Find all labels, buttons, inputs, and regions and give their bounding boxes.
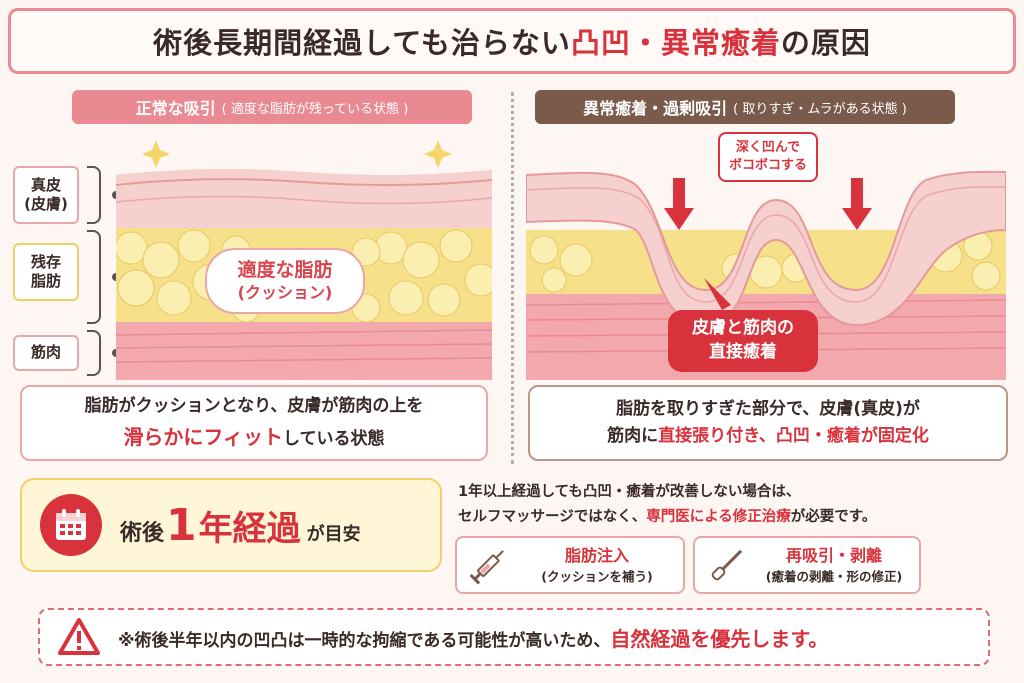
advice-line2: セルフマッサージではなく、専門医による修正治療が必要です。 [458, 505, 1018, 530]
guideline-unit: 年経過 [198, 508, 301, 549]
treatment-resuction: 再吸引・剥離 (癒着の剥離・形の修正) [693, 536, 921, 594]
abnormal-description: 脂肪を取りすぎた部分で、皮膚(真皮)が 筋肉に直接張り付き、凸凹・癒着が固定化 [528, 385, 1008, 461]
dent-line1: 深く凹んで [735, 140, 801, 156]
adhesion-callout: 皮膚と筋肉の 直接癒着 [668, 310, 818, 372]
treatment-1-name: 脂肪注入 [564, 546, 629, 566]
adequate-fat-bubble: 適度な脂肪 (クッション) [205, 248, 365, 314]
treatment-2-sub: (癒着の剥離・形の修正) [765, 568, 903, 584]
guideline-pre: 術後 [120, 520, 165, 546]
page-title: 術後長期間経過しても治らない 凸凹・異常癒着 の原因 [8, 8, 1016, 74]
title-main: 術後長期間経過しても治らない [153, 26, 571, 60]
treatment-fat-injection: 脂肪注入 (クッションを補う) [455, 536, 685, 594]
title-suffix: の原因 [780, 26, 871, 60]
abnormal-desc-highlight: 直接張り付き、凸凹・癒着が固定化 [658, 426, 929, 446]
warning-text: ※術後半年以内の凹凸は一時的な拘縮である可能性が高いため、自然経過を優先します。 [118, 623, 828, 652]
advice-line1: 1年以上経過しても凸凹・癒着が改善しない場合は、 [458, 484, 801, 500]
muscle-tag: 筋肉 [13, 335, 79, 371]
normal-label-note: ( 適度な脂肪が残っている状態 ) [221, 101, 409, 117]
dermis-tag: 真皮 (皮膚) [13, 166, 79, 224]
normal-description: 脂肪がクッションとなり、皮膚が筋肉の上を 滑らかにフィットしている状態 [20, 385, 488, 461]
abnormal-desc-line2: 筋肉に直接張り付き、凸凹・癒着が固定化 [607, 423, 929, 450]
abnormal-desc-pre: 筋肉に [607, 426, 659, 446]
panel-divider [511, 92, 514, 464]
guideline-number: 1 [166, 499, 197, 551]
dent-line2: ボコボコする [728, 158, 807, 173]
sparkle-icon [142, 140, 452, 168]
cannula-icon [711, 549, 743, 581]
calendar-icon [40, 494, 102, 556]
dent-callout: 深く凹んで ボコボコする [718, 132, 818, 182]
guideline-text: 術後 1 年経過 が目安 [120, 500, 361, 551]
fat-brace [87, 230, 101, 324]
abnormal-desc-line1: 脂肪を取りすぎた部分で、皮膚(真皮)が [616, 398, 920, 419]
adhesion-line2: 直接癒着 [709, 342, 777, 362]
abnormal-label-text: 異常癒着・過剰吸引 [583, 99, 728, 118]
fat-bubble-sub: (クッション) [237, 282, 333, 302]
treatment-2-name: 再吸引・剥離 [785, 546, 882, 566]
one-year-guideline: 術後 1 年経過 が目安 [20, 478, 442, 572]
abnormal-suction-label: 異常癒着・過剰吸引 ( 取りすぎ・ムラがある状態 ) [535, 90, 955, 124]
advice-line2-pre: セルフマッサージではなく、 [458, 509, 647, 526]
abnormal-label-note: ( 取りすぎ・ムラがある状態 ) [733, 101, 907, 117]
title-highlight: 凸凹・異常癒着 [570, 26, 781, 60]
muscle-brace [87, 330, 101, 376]
normal-desc-line2: 滑らかにフィットしている状態 [123, 421, 384, 453]
normal-suction-label: 正常な吸引 ( 適度な脂肪が残っている状態 ) [72, 90, 472, 124]
treatment-1-sub: (クッションを補う) [541, 568, 653, 584]
normal-desc-rest: している状態 [283, 428, 385, 449]
guideline-post: が目安 [306, 523, 361, 545]
normal-desc-line1: 脂肪がクッションとなり、皮膚が筋肉の上を [84, 396, 424, 417]
warning-pre: ※術後半年以内の凹凸は一時的な拘縮である可能性が高いため、 [118, 630, 611, 651]
fat-tag: 残存 脂肪 [13, 243, 79, 301]
down-arrow-icon [664, 178, 872, 230]
warning-highlight: 自然経過を優先します。 [610, 626, 829, 651]
syringe-icon [469, 550, 504, 585]
advice-line2-post: が必要です。 [790, 509, 877, 526]
advice-text: 1年以上経過しても凸凹・癒着が改善しない場合は、 セルフマッサージではなく、専門… [458, 480, 1018, 531]
warning-note: ※術後半年以内の凹凸は一時的な拘縮である可能性が高いため、自然経過を優先します。 [38, 608, 990, 666]
advice-line2-highlight: 専門医による修正治療 [646, 509, 791, 526]
dermis-brace [87, 166, 101, 224]
normal-label-text: 正常な吸引 [135, 99, 216, 118]
normal-desc-highlight: 滑らかにフィット [123, 424, 284, 449]
warning-icon [58, 618, 100, 655]
adhesion-line1: 皮膚と筋肉の [692, 318, 794, 339]
fat-bubble-main: 適度な脂肪 [237, 259, 333, 282]
